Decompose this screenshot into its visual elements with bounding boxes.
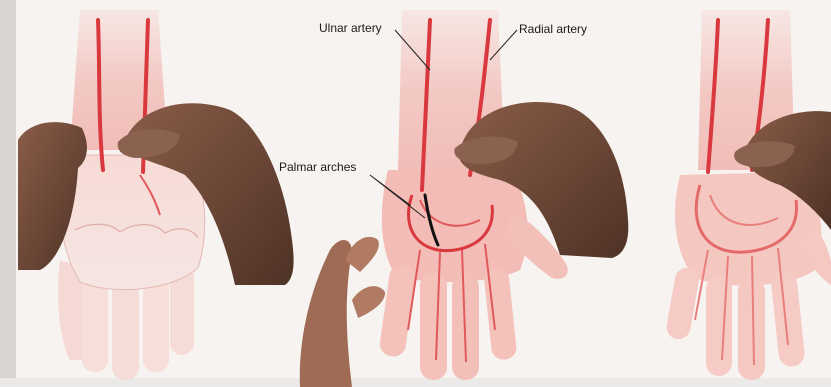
panel-2 bbox=[300, 10, 629, 387]
panel-2-examiner-fingers bbox=[300, 240, 352, 387]
page-edge-shadow bbox=[0, 0, 16, 387]
panel-3-finger-3 bbox=[738, 278, 765, 380]
panel-2-finger-2 bbox=[420, 272, 447, 380]
panel-2-examiner-fingertip-2 bbox=[352, 286, 385, 318]
panel-3-finger-4 bbox=[770, 271, 806, 368]
ulnar-artery-label: Ulnar artery bbox=[319, 21, 382, 35]
radial-artery-label: Radial artery bbox=[519, 22, 587, 36]
panel-2-examiner-fingertip bbox=[345, 237, 379, 272]
panel-1-finger-2 bbox=[112, 275, 139, 380]
palmar-arches-label: Palmar arches bbox=[279, 160, 356, 174]
panel-2-finger-4 bbox=[483, 267, 517, 361]
panel-1-fist bbox=[59, 155, 205, 290]
panel-3-finger-1 bbox=[665, 266, 701, 341]
panel-3-finger-2 bbox=[706, 276, 732, 376]
panel-1 bbox=[18, 10, 294, 380]
panel-3 bbox=[665, 10, 831, 380]
